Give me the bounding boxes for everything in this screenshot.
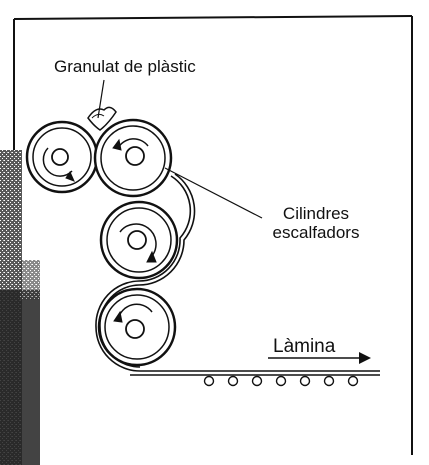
figure-frame — [13, 15, 413, 455]
cilindres-label-line1: Cilindres — [282, 204, 350, 223]
granulat-leader-line — [97, 79, 105, 119]
cilindres-label-line2: escalfadors — [272, 222, 360, 242]
plastic-sheet-path — [95, 173, 380, 376]
conveyor-roller — [323, 375, 335, 387]
rotation-arrow-icon — [146, 250, 157, 263]
conveyor-roller — [227, 375, 239, 387]
conveyor-rollers — [203, 375, 359, 387]
rotation-arrow-icon — [113, 310, 123, 323]
cilindres-leader-line — [164, 167, 263, 219]
roller-top-right — [93, 118, 173, 198]
roller-bottom — [97, 287, 177, 367]
conveyor-roller — [203, 375, 215, 387]
roller-middle — [99, 200, 179, 280]
granulat-label: Granulat de plàstic — [54, 57, 196, 76]
conveyor-roller — [251, 375, 263, 387]
conveyor-roller — [347, 375, 359, 387]
conveyor-roller — [275, 375, 287, 387]
scan-shadow — [0, 0, 40, 465]
rotation-arrow-icon — [112, 138, 122, 151]
cilindres-label: Cilindres escalfadors — [266, 204, 366, 242]
roller-top-left — [25, 120, 99, 194]
rotation-arrow-icon — [65, 170, 75, 182]
lamina-label: Làmina — [273, 336, 336, 357]
conveyor-roller — [299, 375, 311, 387]
